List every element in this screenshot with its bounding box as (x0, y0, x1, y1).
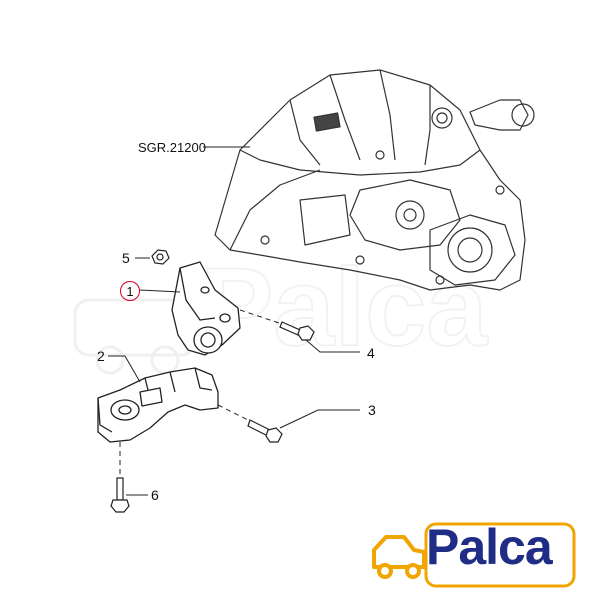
brand-logo: Palca (370, 520, 580, 586)
dashed-axis-3 (217, 404, 251, 422)
brand-box (424, 522, 576, 588)
brand-name: Palca (426, 519, 553, 575)
callout-1-label: 1 (126, 283, 134, 299)
leader-3 (279, 409, 360, 429)
callout-2[interactable]: 2 (97, 348, 105, 364)
part-3-bolt (247, 419, 283, 443)
brand-car-icon (372, 535, 426, 579)
leader-1 (139, 289, 181, 293)
leader-4 (305, 339, 360, 353)
part-5-nut (151, 249, 170, 265)
reference-label-sgr: SGR.21200 (138, 140, 206, 155)
callout-4[interactable]: 4 (367, 345, 375, 361)
callout-3[interactable]: 3 (368, 402, 376, 418)
part-4-bolt (279, 321, 315, 341)
leader-2 (108, 355, 141, 383)
callout-1[interactable]: 1 (120, 281, 140, 301)
dashed-axis-4 (239, 309, 283, 325)
watermark-text: Palca (200, 246, 488, 369)
transmission-housing (214, 69, 535, 291)
watermark: Palca (73, 245, 489, 375)
part-1-bracket (171, 261, 241, 356)
callout-6[interactable]: 6 (151, 487, 159, 503)
part-2-mount (97, 367, 219, 443)
part-6-bolt (110, 477, 130, 513)
callout-5[interactable]: 5 (122, 250, 130, 266)
